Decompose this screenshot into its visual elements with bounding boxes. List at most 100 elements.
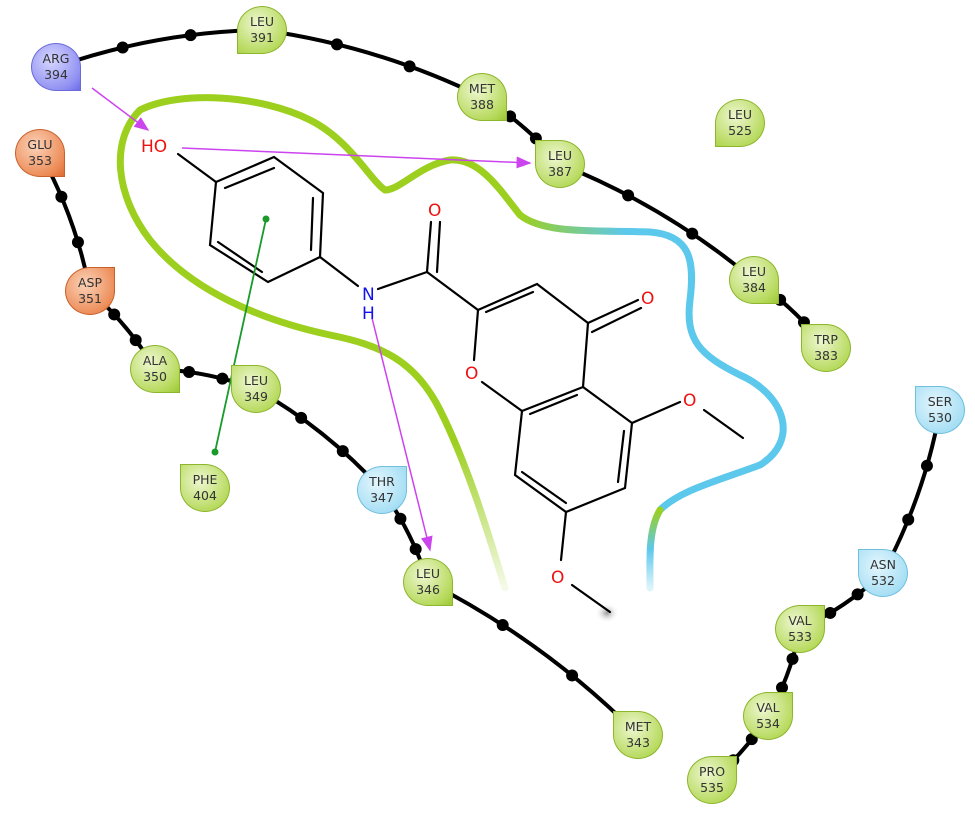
residue-name: LEU	[415, 566, 440, 581]
backbone-node	[622, 189, 635, 202]
residue-number: 383	[814, 348, 838, 363]
pocket-outline-right	[516, 211, 787, 514]
residue-name: LEU	[249, 14, 274, 29]
backbone-node	[776, 681, 789, 694]
atom-methoxy7-oxygen: O	[551, 568, 564, 588]
atom-hydroxyl: HO	[141, 137, 167, 157]
backbone-node	[403, 60, 416, 73]
residue-number: 387	[548, 164, 572, 179]
backbone-node	[184, 29, 197, 42]
backbone-node	[504, 110, 517, 123]
residue-name: GLU	[27, 137, 53, 152]
backbone-node	[55, 190, 68, 203]
residue-number: 350	[143, 369, 167, 384]
residue-number: 533	[788, 629, 812, 644]
residue-number: 349	[244, 389, 268, 404]
residue-name: LEU	[727, 107, 752, 122]
backbone-node	[330, 38, 343, 51]
pi-stack-residue-end	[211, 448, 219, 456]
backbone-node	[566, 669, 579, 682]
pocket-outline-tail	[646, 506, 664, 592]
atom-ketone-oxygen: O	[641, 289, 654, 309]
atom-methoxy5-oxygen: O	[683, 391, 696, 411]
backbone-node	[902, 513, 915, 526]
residue-number: 530	[928, 410, 952, 425]
residue-number: 394	[44, 67, 68, 82]
residue-name: ALA	[142, 353, 168, 368]
residue-name: ARG	[42, 51, 70, 66]
residue-number: 353	[28, 153, 52, 168]
backbone-node	[71, 236, 84, 249]
residue-number: 525	[728, 123, 752, 138]
backbone-node	[686, 227, 699, 240]
residue-number: 343	[626, 735, 650, 750]
residue-number: 404	[193, 488, 217, 503]
residue-number: 391	[250, 30, 274, 45]
backbone-node	[183, 366, 196, 379]
backbone-node	[920, 459, 933, 472]
residue-number: 351	[78, 291, 102, 306]
backbone-node	[108, 308, 121, 321]
backbone-chain-1	[55, 27, 828, 350]
backbone-node	[851, 588, 864, 601]
pocket-outline	[116, 94, 787, 623]
backbone-node	[409, 543, 422, 556]
residue-name: THR	[369, 474, 395, 489]
residue-number: 532	[871, 573, 895, 588]
residue-number: 346	[416, 582, 440, 597]
pi-stack-ring-centroid	[262, 215, 270, 223]
residue-name: VAL	[756, 700, 780, 715]
residue-name: VAL	[788, 613, 812, 628]
backbone-node	[824, 606, 837, 619]
residue-name: LEU	[547, 148, 572, 163]
pocket-outline-left	[116, 94, 524, 592]
interactions	[91, 87, 532, 552]
backbone-node	[116, 41, 129, 54]
hbond-arg394-ho	[91, 87, 150, 131]
residue-name: LEU	[243, 373, 268, 388]
residue-number: 534	[756, 716, 780, 731]
residue-name: ASP	[77, 275, 103, 290]
backbone-node	[336, 445, 349, 458]
hbond-nh-leu346	[371, 317, 433, 552]
residue-name: TRP	[814, 332, 838, 347]
backbone-chain-2	[38, 152, 640, 737]
residue-name: MET	[468, 81, 496, 96]
backbone-node	[295, 411, 308, 424]
atom-amide-oxygen: O	[428, 201, 441, 221]
backbone-node	[496, 619, 509, 632]
residue-name: PHE	[192, 472, 218, 487]
residue-name: ASN	[870, 557, 896, 572]
atom-amine-hydrogen: H	[362, 304, 375, 324]
residue-name: SER	[927, 394, 953, 409]
residue-number: 347	[370, 490, 394, 505]
residue-number: 384	[742, 280, 766, 295]
ligand-molecule	[176, 152, 745, 614]
backbone-node	[786, 652, 799, 665]
hbond-ho-leu387	[181, 147, 532, 169]
residue-number: 535	[700, 780, 724, 795]
backbone-node	[129, 334, 142, 347]
